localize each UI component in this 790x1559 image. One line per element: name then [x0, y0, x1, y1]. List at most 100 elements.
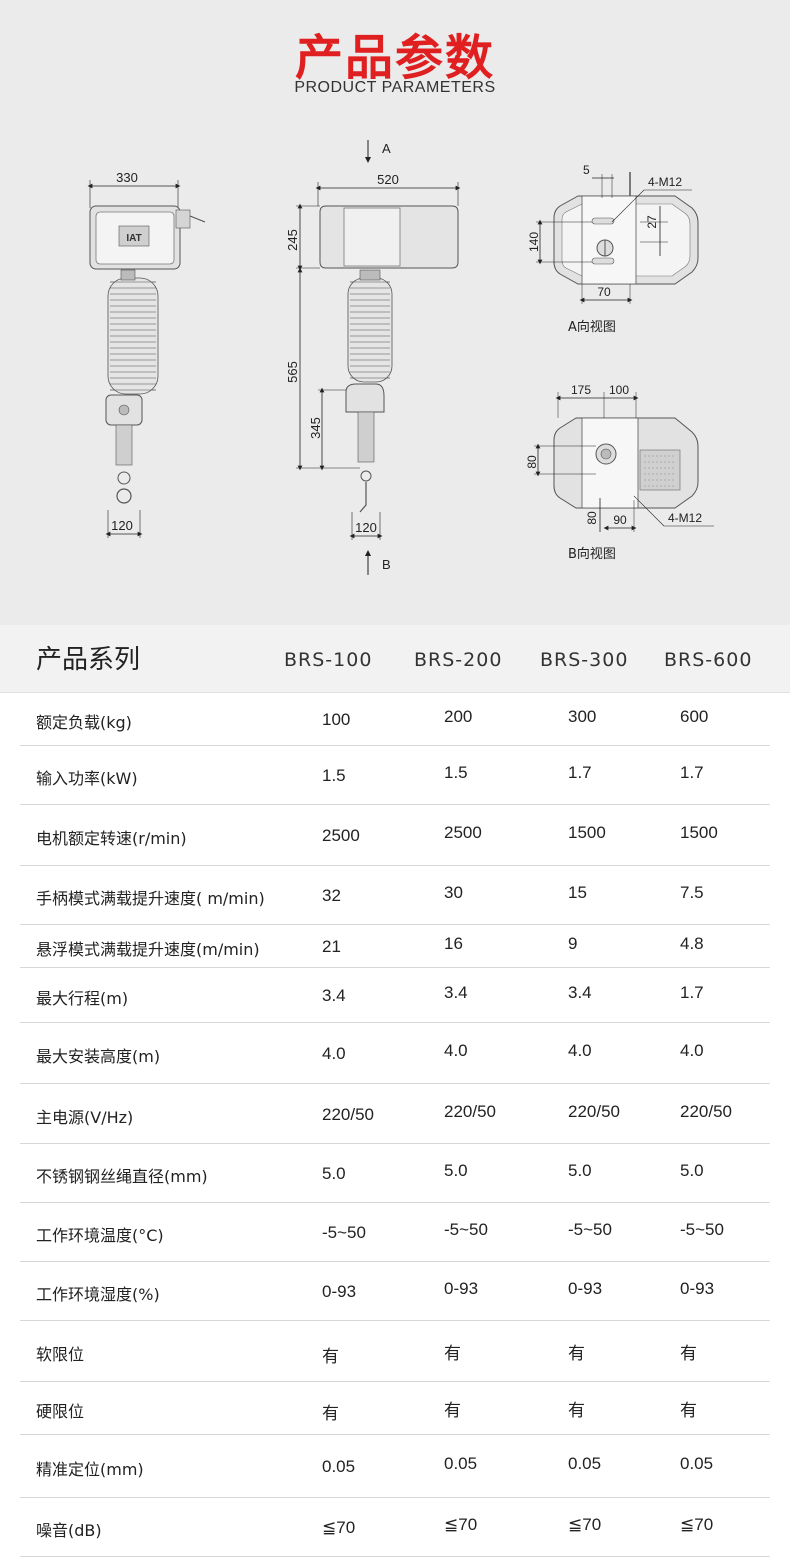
view-a-caption: A向视图	[568, 319, 616, 335]
spec-value-brs-200: 有	[444, 1344, 461, 1363]
spec-value-brs-200: 200	[444, 707, 473, 726]
spec-value-brs-100: -5~50	[322, 1223, 366, 1242]
spec-value-brs-200: 30	[444, 883, 463, 902]
spec-label: 工作环境湿度(%)	[36, 1285, 160, 1304]
spec-value-brs-600: 220/50	[680, 1102, 732, 1121]
spec-value-brs-100: 有	[322, 1404, 339, 1423]
spec-label: 噪音(dB)	[36, 1521, 102, 1540]
spec-label: 手柄模式满载提升速度( m/min)	[36, 889, 265, 908]
spec-value-brs-100: 2500	[322, 826, 360, 845]
model-header-brs-300: BRS-300	[540, 649, 629, 671]
spec-row: 工作环境温度(°C) -5~50 -5~50 -5~50 -5~50	[20, 1203, 770, 1262]
spec-value-brs-300: 15	[568, 883, 587, 902]
spec-value-brs-200: 16	[444, 934, 463, 953]
spec-value-brs-100: 32	[322, 886, 341, 905]
model-header-brs-600: BRS-600	[664, 649, 753, 671]
page-subtitle: PRODUCT PARAMETERS	[294, 79, 496, 96]
spec-row: 手柄模式满载提升速度( m/min) 32 30 15 7.5	[20, 866, 770, 925]
spec-label: 硬限位	[36, 1402, 85, 1421]
side-arrow-a-label: A	[382, 141, 391, 156]
spec-value-brs-300: 300	[568, 707, 597, 726]
view-a-dim-27: 27	[645, 215, 659, 229]
spec-row: 最大行程(m) 3.4 3.4 3.4 1.7	[20, 968, 770, 1023]
spec-value-brs-600: 1500	[680, 823, 718, 842]
view-b-dim-100: 100	[609, 383, 629, 397]
spec-label: 悬浮模式满载提升速度(m/min)	[36, 940, 260, 959]
spec-label: 主电源(V/Hz)	[36, 1108, 134, 1127]
spec-label: 精准定位(mm)	[36, 1460, 144, 1479]
spec-value-brs-300: 5.0	[568, 1161, 592, 1180]
spec-label: 输入功率(kW)	[36, 769, 138, 788]
front-width-bottom-label: 120	[111, 518, 133, 533]
series-title: 产品系列	[36, 645, 141, 675]
spec-label: 工作环境温度(°C)	[36, 1226, 164, 1245]
front-logo-text: IAT	[126, 233, 141, 244]
spec-value-brs-200: 5.0	[444, 1161, 468, 1180]
page-title: 产品参数	[294, 30, 495, 86]
spec-value-brs-600: 1.7	[680, 983, 704, 1002]
spec-value-brs-300: 有	[568, 1344, 585, 1363]
spec-row: 硬限位有有有有	[20, 1382, 770, 1435]
view-b-dim-90: 90	[613, 513, 627, 527]
side-height-body-label: 245	[285, 229, 300, 251]
spec-value-brs-200: 2500	[444, 823, 482, 842]
spec-value-brs-300: 1500	[568, 823, 606, 842]
spec-value-brs-200: 3.4	[444, 983, 468, 1002]
spec-value-brs-600: 0.05	[680, 1454, 714, 1473]
side-height-lower-label: 345	[308, 417, 323, 439]
view-b-dim-80b: 80	[585, 511, 599, 525]
spec-value-brs-600: 7.5	[680, 883, 704, 902]
spec-value-brs-100: 100	[322, 710, 351, 729]
spec-value-brs-200: 220/50	[444, 1102, 496, 1121]
spec-value-brs-100: 4.0	[322, 1044, 346, 1063]
spec-value-brs-200: 1.5	[444, 763, 468, 782]
spec-value-brs-600: 0-93	[680, 1279, 715, 1298]
series-header: 产品系列 BRS-100 BRS-200 BRS-300 BRS-600	[0, 625, 790, 693]
spec-label: 软限位	[36, 1345, 85, 1364]
side-width-top-label: 520	[377, 172, 399, 187]
model-header-brs-100: BRS-100	[284, 649, 373, 671]
front-view-drawing: 330 IAT 120	[87, 170, 206, 538]
spec-value-brs-300: 0-93	[568, 1279, 603, 1298]
spec-value-brs-600: 1.7	[680, 763, 704, 782]
spec-value-brs-600: ≦70	[680, 1515, 714, 1534]
parameters-hero: 产品参数 PRODUCT PARAMETERS 330 IAT	[0, 0, 790, 625]
spec-label: 最大行程(m)	[36, 989, 129, 1008]
spec-value-brs-100: 0-93	[322, 1282, 357, 1301]
spec-value-brs-300: -5~50	[568, 1220, 612, 1239]
view-b-dim-80a: 80	[525, 455, 539, 469]
spec-value-brs-300: 3.4	[568, 983, 592, 1002]
spec-value-brs-600: 4.0	[680, 1041, 704, 1060]
spec-value-brs-300: 9	[568, 934, 578, 953]
side-height-total-label: 565	[285, 361, 300, 383]
spec-label: 电机额定转速(r/min)	[36, 829, 187, 848]
spec-label: 最大安装高度(m)	[36, 1047, 161, 1066]
spec-value-brs-100: 有	[322, 1347, 339, 1366]
spec-value-brs-100: 0.05	[322, 1457, 356, 1476]
spec-value-brs-200: 4.0	[444, 1041, 468, 1060]
spec-value-brs-100: 1.5	[322, 766, 346, 785]
spec-value-brs-600: 有	[680, 1344, 697, 1363]
spec-value-brs-600: 4.8	[680, 934, 704, 953]
spec-value-brs-100: 3.4	[322, 986, 346, 1005]
side-view-drawing: A 520 245 565 345	[285, 140, 461, 575]
spec-value-brs-200: -5~50	[444, 1220, 488, 1239]
view-a-dim-m12: 4-M12	[648, 175, 682, 189]
spec-value-brs-200: 0-93	[444, 1279, 479, 1298]
view-a-drawing: 5 4-M12 27 140 70 A向视图	[527, 163, 699, 335]
spec-label: 额定负载(kg)	[36, 713, 132, 732]
spec-value-brs-200: 0.05	[444, 1454, 478, 1473]
spec-value-brs-600: 有	[680, 1401, 697, 1420]
spec-row: 软限位 有 有 有 有	[20, 1321, 770, 1382]
spec-label: 不锈钢钢丝绳直径(mm)	[36, 1167, 208, 1186]
view-a-dim-140: 140	[527, 232, 541, 252]
spec-value-brs-600: -5~50	[680, 1220, 724, 1239]
